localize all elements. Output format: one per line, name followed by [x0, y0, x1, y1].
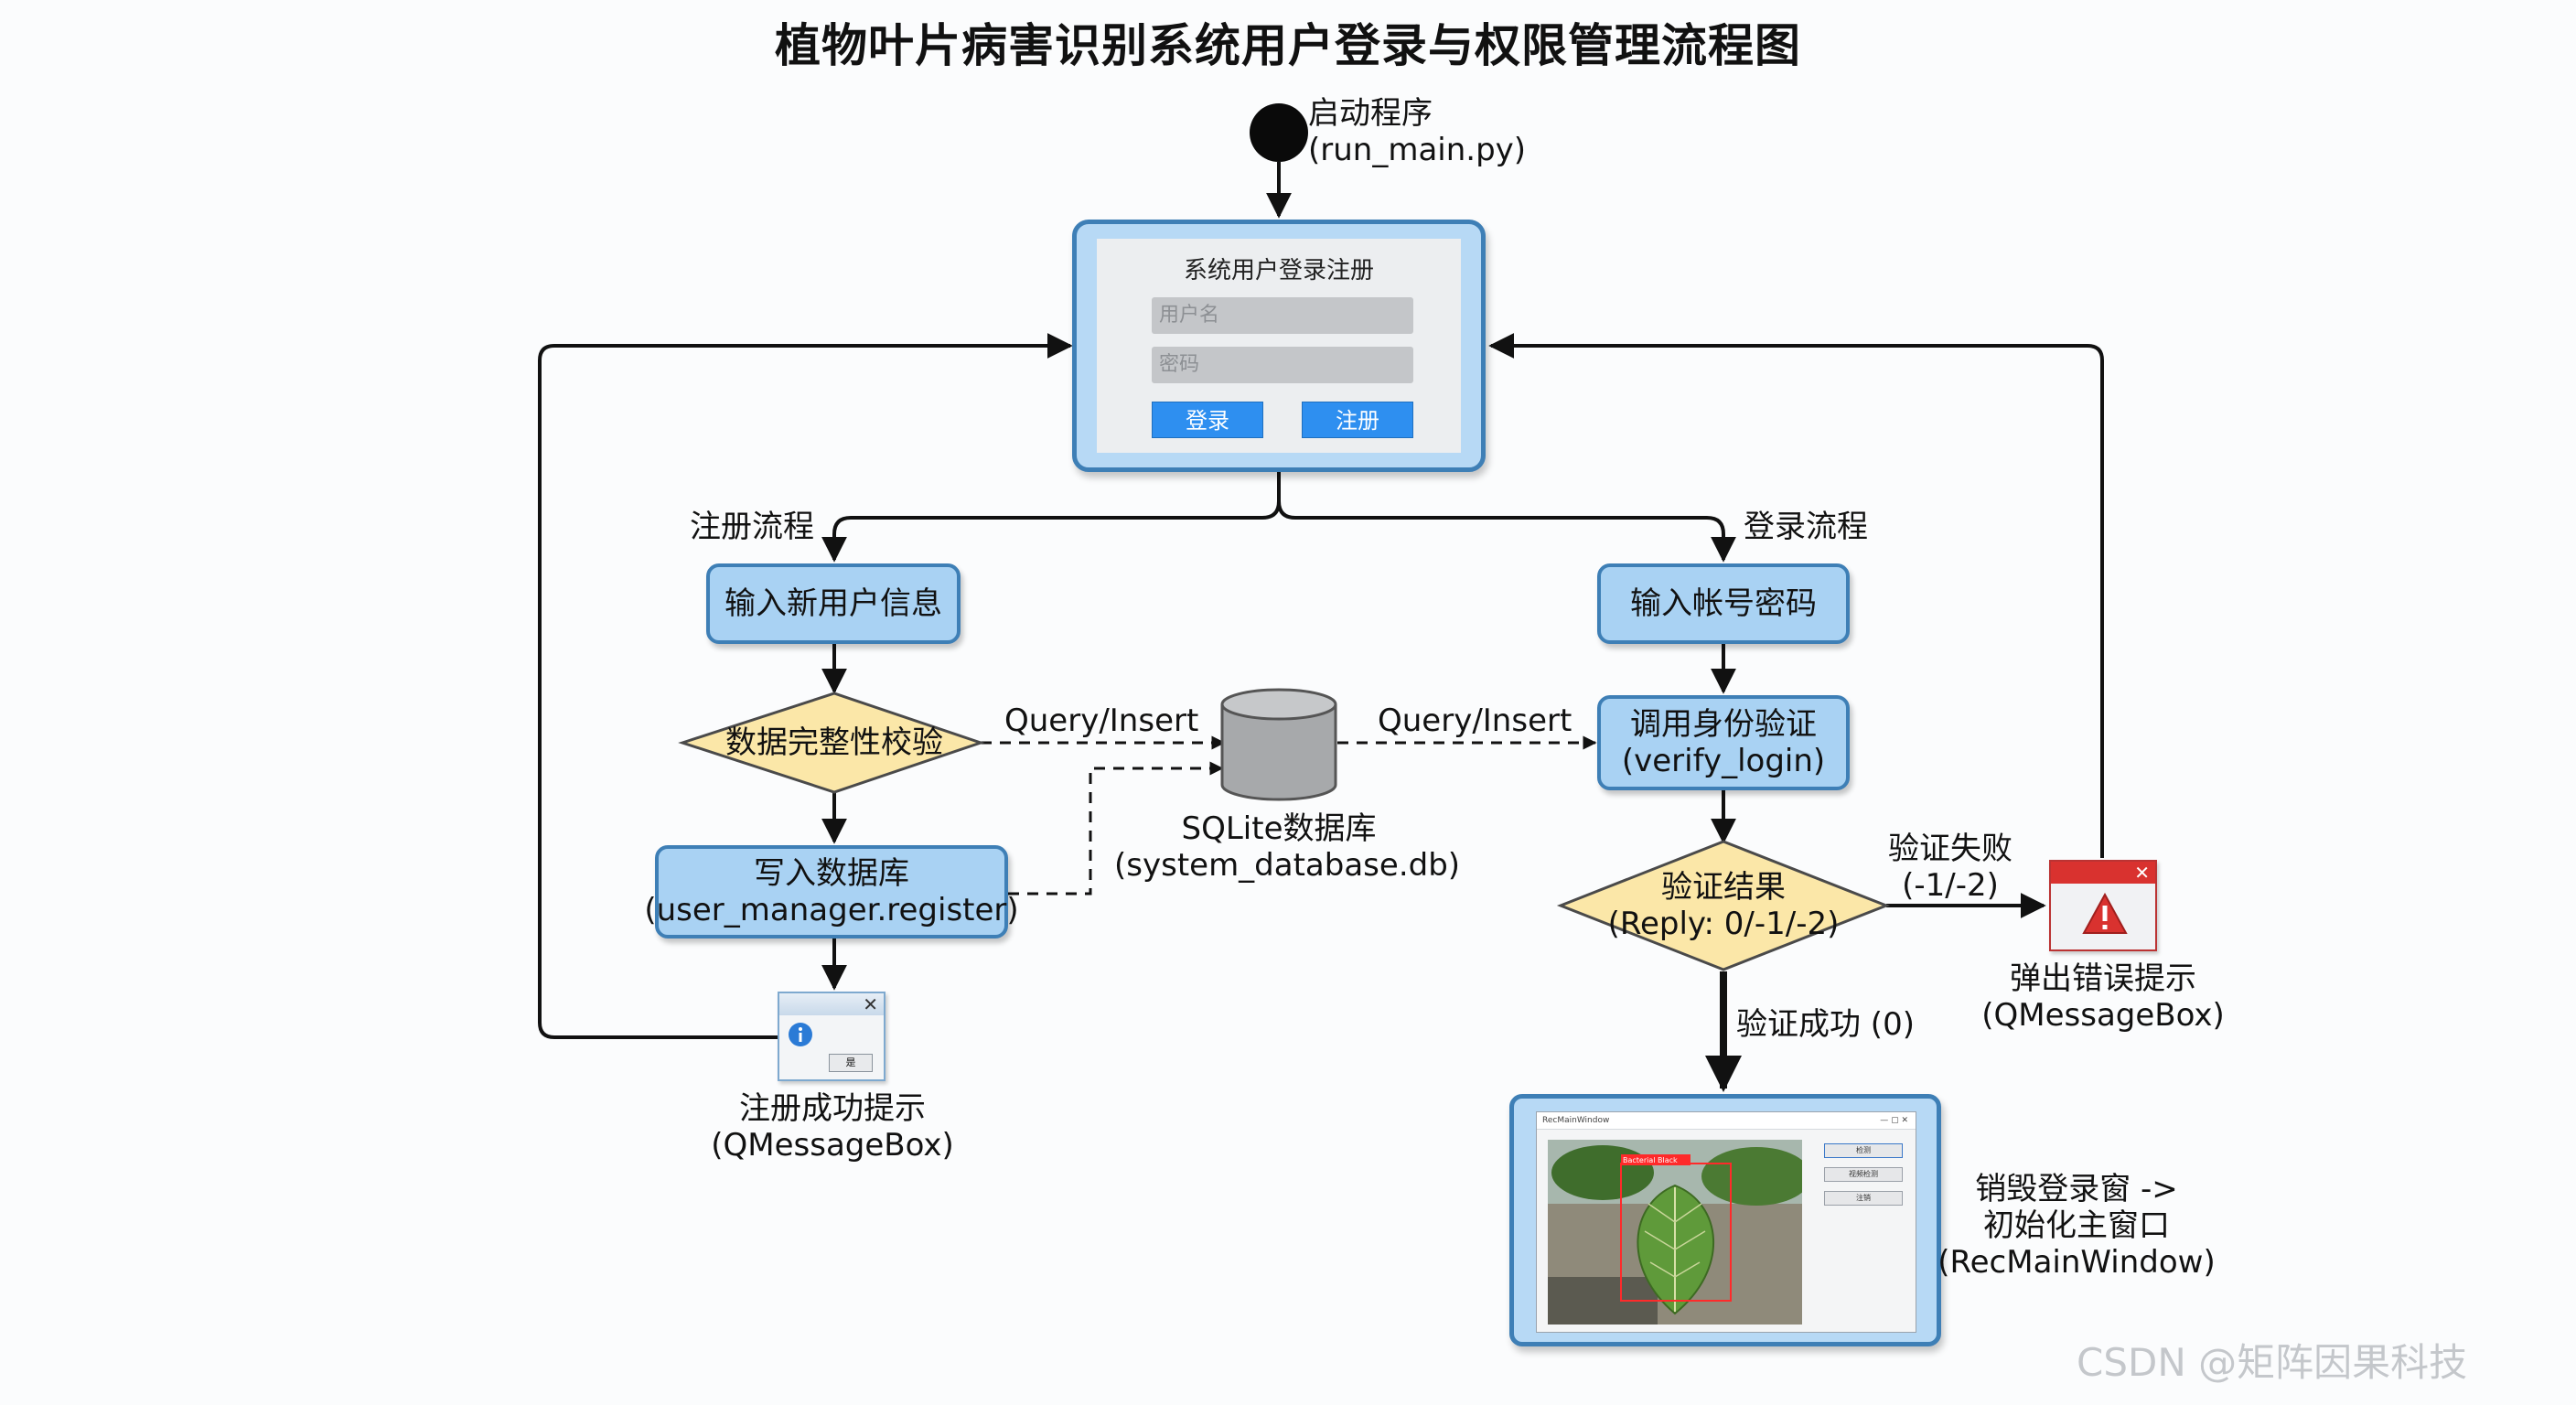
leaf-image: [1548, 1140, 1802, 1325]
login-button[interactable]: 登录: [1152, 402, 1263, 438]
dashed-write-to-db: [1008, 761, 1224, 896]
error-close-icon[interactable]: ✕: [2134, 862, 2150, 884]
register-success-dialog: ✕ 是: [778, 992, 886, 1081]
write-db-box: 写入数据库 (user_manager.register): [644, 845, 1019, 938]
decision-verify-result: [1556, 840, 1891, 971]
video-detect-button[interactable]: 视频检测: [1824, 1167, 1903, 1182]
loop-error-to-login: [1488, 333, 2104, 858]
login-window-title: 系统用户登录注册: [1183, 257, 1374, 284]
main-window-preview: RecMainWindow — ▢ ✕ Bacterial Black 检测 视…: [1509, 1094, 1941, 1346]
verify-result-line1: 验证结果: [1661, 869, 1786, 906]
close-icon[interactable]: ✕: [863, 993, 878, 1015]
register-branch-label: 注册流程: [690, 509, 814, 545]
main-window-titlebar: RecMainWindow — ▢ ✕: [1537, 1112, 1916, 1130]
start-node: [1250, 103, 1308, 162]
detection-label: Bacterial Black: [1623, 1156, 1678, 1164]
input-new-user-box: 输入新用户信息: [706, 563, 961, 644]
verify-result-label: 验证结果 (Reply: 0/-1/-2): [1586, 869, 1861, 942]
main-line3: (RecMainWindow): [1937, 1244, 2216, 1281]
data-check-label: 数据完整性校验: [725, 724, 943, 761]
verify-fail-line2: (-1/-2): [1902, 867, 1999, 904]
verify-success-label: 验证成功 (0): [1736, 1006, 1915, 1043]
verify-line2: (verify_login): [1621, 743, 1826, 779]
window-controls-icon[interactable]: — ▢ ✕: [1880, 1116, 1908, 1125]
login-branch-label: 登录流程: [1744, 509, 1868, 545]
start-label-line2: (run_main.py): [1308, 132, 1527, 168]
diagram-title: 植物叶片病害识别系统用户登录与权限管理流程图: [775, 19, 1801, 72]
main-window-screen: RecMainWindow — ▢ ✕ Bacterial Black 检测 视…: [1536, 1111, 1916, 1333]
query-insert-right-label: Query/Insert: [1378, 702, 1572, 739]
register-button[interactable]: 注册: [1302, 402, 1413, 438]
main-window-title: RecMainWindow: [1542, 1116, 1610, 1125]
detect-button[interactable]: 检测: [1824, 1143, 1903, 1158]
login-panel: 系统用户登录注册 用户名 密码 登录 注册: [1097, 239, 1461, 453]
password-field[interactable]: 密码: [1152, 347, 1413, 383]
username-field[interactable]: 用户名: [1152, 297, 1413, 334]
database-line2: (system_database.db): [1114, 847, 1461, 884]
verify-result-line2: (Reply: 0/-1/-2): [1607, 906, 1840, 942]
register-success-line2: (QMessageBox): [711, 1127, 954, 1164]
verify-login-box: 调用身份验证 (verify_login): [1597, 695, 1850, 790]
error-line1: 弹出错误提示: [2010, 960, 2196, 997]
input-account-box: 输入帐号密码: [1597, 563, 1850, 644]
write-db-line1: 写入数据库: [754, 855, 909, 892]
logout-button[interactable]: 注销: [1824, 1191, 1903, 1206]
register-success-label: 注册成功提示 (QMessageBox): [668, 1090, 997, 1164]
error-line2: (QMessageBox): [1981, 997, 2225, 1034]
loop-success-to-login: [538, 333, 1073, 1039]
warning-icon: [2082, 893, 2128, 934]
start-label-line1: 启动程序: [1308, 95, 1433, 132]
error-dialog: ✕: [2049, 860, 2157, 951]
start-label: 启动程序 (run_main.py): [1308, 95, 1526, 168]
login-window: 系统用户登录注册 用户名 密码 登录 注册: [1072, 220, 1486, 472]
main-window-label: 销毁登录窗 -> 初始化主窗口 (RecMainWindow): [1930, 1171, 2223, 1281]
dialog-ok-button[interactable]: 是: [829, 1054, 873, 1072]
arrow-login-to-login-branch: [1277, 472, 1736, 563]
watermark: CSDN @矩阵因果科技: [2077, 1340, 2468, 1385]
database-line1: SQLite数据库: [1181, 810, 1377, 847]
write-db-line2: (user_manager.register): [644, 892, 1019, 928]
verify-line1: 调用身份验证: [1630, 706, 1817, 743]
query-insert-left-label: Query/Insert: [1004, 702, 1199, 739]
error-dialog-titlebar: [2051, 862, 2155, 884]
info-icon: [789, 1023, 812, 1046]
dialog-titlebar: [779, 993, 884, 1015]
database-cylinder: [1220, 688, 1337, 801]
verify-fail-line1: 验证失败: [1888, 831, 2012, 867]
main-line1: 销毁登录窗 ->: [1975, 1171, 2178, 1207]
arrow-login-to-register-branch: [821, 472, 1281, 563]
database-label: SQLite数据库 (system_database.db): [1114, 810, 1461, 884]
verify-fail-label: 验证失败 (-1/-2): [1877, 831, 2023, 904]
register-success-line1: 注册成功提示: [739, 1090, 926, 1127]
error-dialog-label: 弹出错误提示 (QMessageBox): [1943, 960, 2263, 1034]
main-line2: 初始化主窗口: [1983, 1207, 2170, 1244]
decision-data-check: [678, 692, 985, 794]
